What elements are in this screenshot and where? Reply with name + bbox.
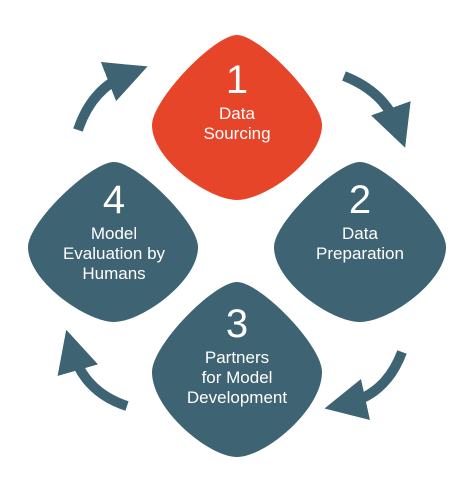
curved-arrow-icon: [324, 350, 407, 420]
step-4-label-line-1: Model: [90, 224, 138, 243]
step-3-label-line-1: Partners: [204, 348, 270, 367]
step-1-label-line-1: Data: [219, 104, 255, 123]
step-2: 2 Data Preparation: [278, 178, 442, 264]
curved-arrow-icon: [342, 71, 411, 148]
curved-arrow-icon: [73, 62, 148, 132]
step-4-shape: [28, 162, 198, 322]
step-4: 4 Model Evaluation by Humans: [30, 178, 198, 284]
step-1-label-line-2: Sourcing: [203, 124, 271, 143]
step-4-label-line-2: Evaluation by: [62, 244, 166, 263]
step-2-label-line-1: Data: [342, 224, 378, 243]
step-2-label-line-2: Preparation: [316, 244, 404, 263]
step-2-number: 2: [348, 178, 372, 222]
step-3-label-line-3: Development: [186, 388, 288, 407]
step-3-label-line-2: for Model: [201, 368, 273, 387]
step-2-shape: [274, 162, 446, 322]
step-3: 3 Partners for Model Development: [157, 302, 317, 408]
step-1-number: 1: [225, 58, 249, 102]
step-3-number: 3: [225, 302, 249, 346]
step-1-shape: [152, 35, 322, 200]
step-4-number: 4: [102, 178, 126, 222]
step-3-shape: [152, 282, 322, 457]
step-1: 1 Data Sourcing: [157, 58, 317, 144]
step-4-label-line-3: Humans: [82, 264, 146, 283]
curved-arrow-icon: [57, 329, 129, 411]
